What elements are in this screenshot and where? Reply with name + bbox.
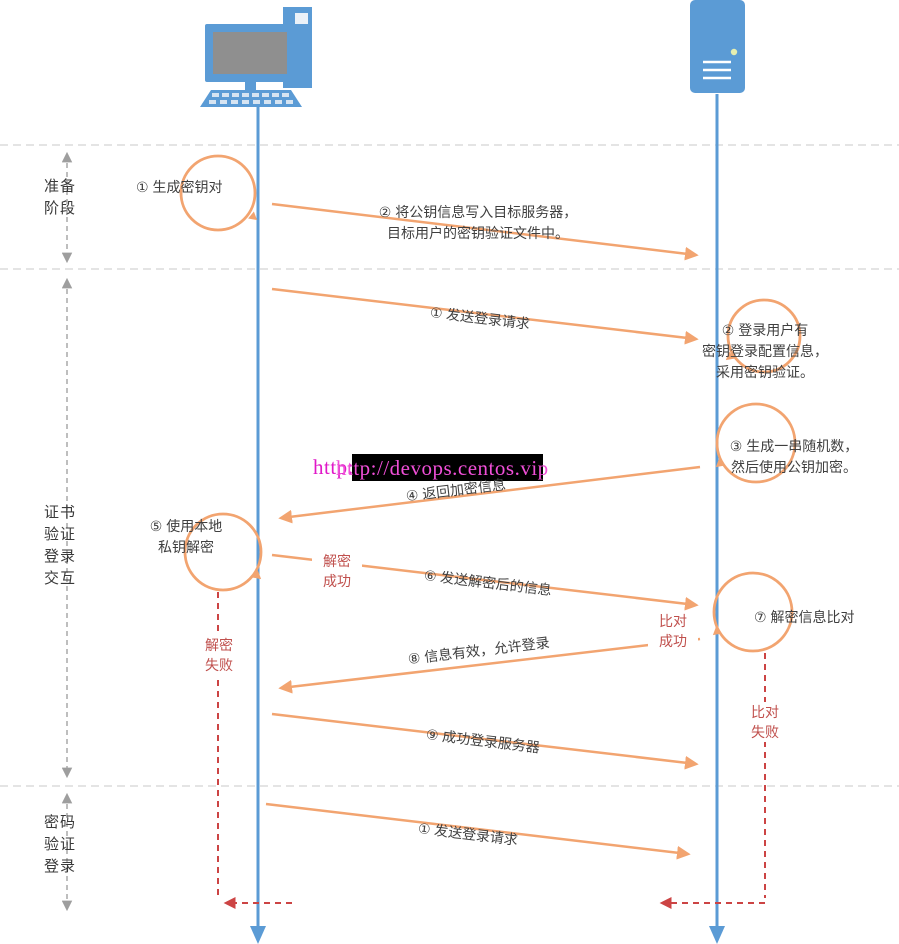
status-decrypt-success: 解密 成功 (312, 551, 362, 591)
step-compare-label: ⑦ 解密信息比对 (754, 609, 855, 625)
phase-separator-lines (0, 144, 899, 787)
loop-gen-keypair (179, 154, 257, 232)
status-compare-success: 比对 成功 (648, 611, 698, 651)
server-icon (690, 0, 745, 93)
step-gen-keypair-label: ① 生成密钥对 (136, 179, 223, 195)
self-loop-circles (179, 154, 802, 653)
message-arrows (265, 202, 701, 860)
step-write-pubkey-label: ② 将公钥信息写入目标服务器， 目标用户的密钥验证文件中。 (378, 204, 578, 241)
server-led-icon (730, 48, 738, 56)
status-compare-fail: 比对 失败 (740, 702, 790, 742)
arrow-login-request (271, 287, 699, 345)
step-server-key-config-label: ② 登录用户有 密钥登录配置信息， 采用密钥验证。 (702, 322, 828, 380)
self-loop-arrowheads (248, 211, 735, 636)
arrow-login-success (271, 712, 699, 770)
phase-label-prepare: 准备 阶段 (44, 178, 77, 217)
keyboard-keys (209, 93, 293, 104)
arrow-return-encrypted (278, 465, 701, 524)
phase-label-password-login: 密码 验证 登录 (44, 814, 77, 875)
step-local-decrypt-label: ⑤ 使用本地 私钥解密 (149, 518, 223, 555)
arrow-write-pubkey (271, 202, 699, 261)
status-decrypt-fail: 解密 失败 (194, 635, 244, 675)
arrow-allow-login (278, 637, 701, 694)
step-gen-random-label: ③ 生成一串随机数， 然后使用公钥加密。 (729, 438, 859, 475)
loop-compare (712, 571, 794, 653)
client-lifeline (250, 107, 266, 944)
watermark-text: http://devops.centos.vip (336, 456, 549, 480)
loop-server-key-config (726, 298, 802, 374)
phase-label-cert-login: 证书 验证 登录 交互 (44, 504, 77, 587)
loop-gen-random (715, 402, 797, 484)
server-lifeline (709, 94, 725, 944)
loop-local-decrypt (183, 512, 263, 592)
server-vents-icon (703, 60, 731, 80)
arrow-password-login-request (265, 802, 691, 860)
failure-paths (217, 592, 766, 909)
client-computer-icon (200, 7, 312, 107)
watermark-censor-box (352, 454, 543, 481)
